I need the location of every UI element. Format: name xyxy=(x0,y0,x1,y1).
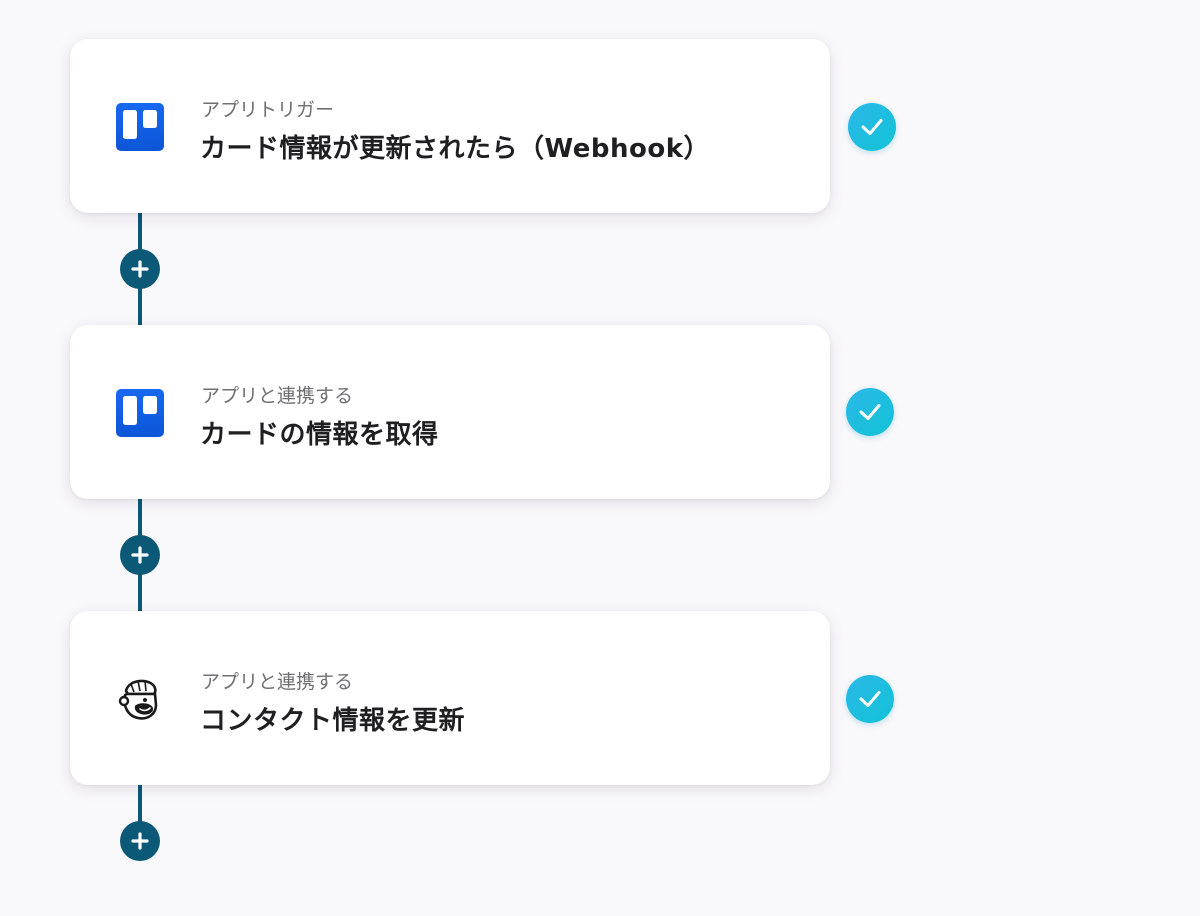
step-type-label: アプリトリガー xyxy=(201,99,335,121)
flow-step-card[interactable]: アプリと連携する カードの情報を取得 xyxy=(70,325,830,499)
check-icon xyxy=(846,388,894,436)
step-title: コンタクト情報を更新 xyxy=(200,706,466,736)
plus-icon xyxy=(131,832,149,850)
check-icon xyxy=(846,675,894,723)
step-title: カード情報が更新されたら（Webhook） xyxy=(200,134,711,164)
add-step-button[interactable] xyxy=(120,249,160,289)
add-step-button[interactable] xyxy=(120,535,160,575)
step-type-label: アプリと連携する xyxy=(201,385,354,407)
add-step-button[interactable] xyxy=(120,821,160,861)
check-icon xyxy=(848,103,896,151)
trello-icon xyxy=(116,389,164,437)
step-type-label: アプリと連携する xyxy=(201,671,354,693)
flow-connector xyxy=(138,784,142,824)
flow-step-card[interactable]: アプリトリガー カード情報が更新されたら（Webhook） xyxy=(70,39,830,213)
plus-icon xyxy=(131,546,149,564)
flow-step-card[interactable]: アプリと連携する コンタクト情報を更新 xyxy=(70,611,830,785)
mailchimp-icon xyxy=(116,675,164,723)
step-title: カードの情報を取得 xyxy=(200,420,439,450)
trello-icon xyxy=(116,103,164,151)
plus-icon xyxy=(131,260,149,278)
